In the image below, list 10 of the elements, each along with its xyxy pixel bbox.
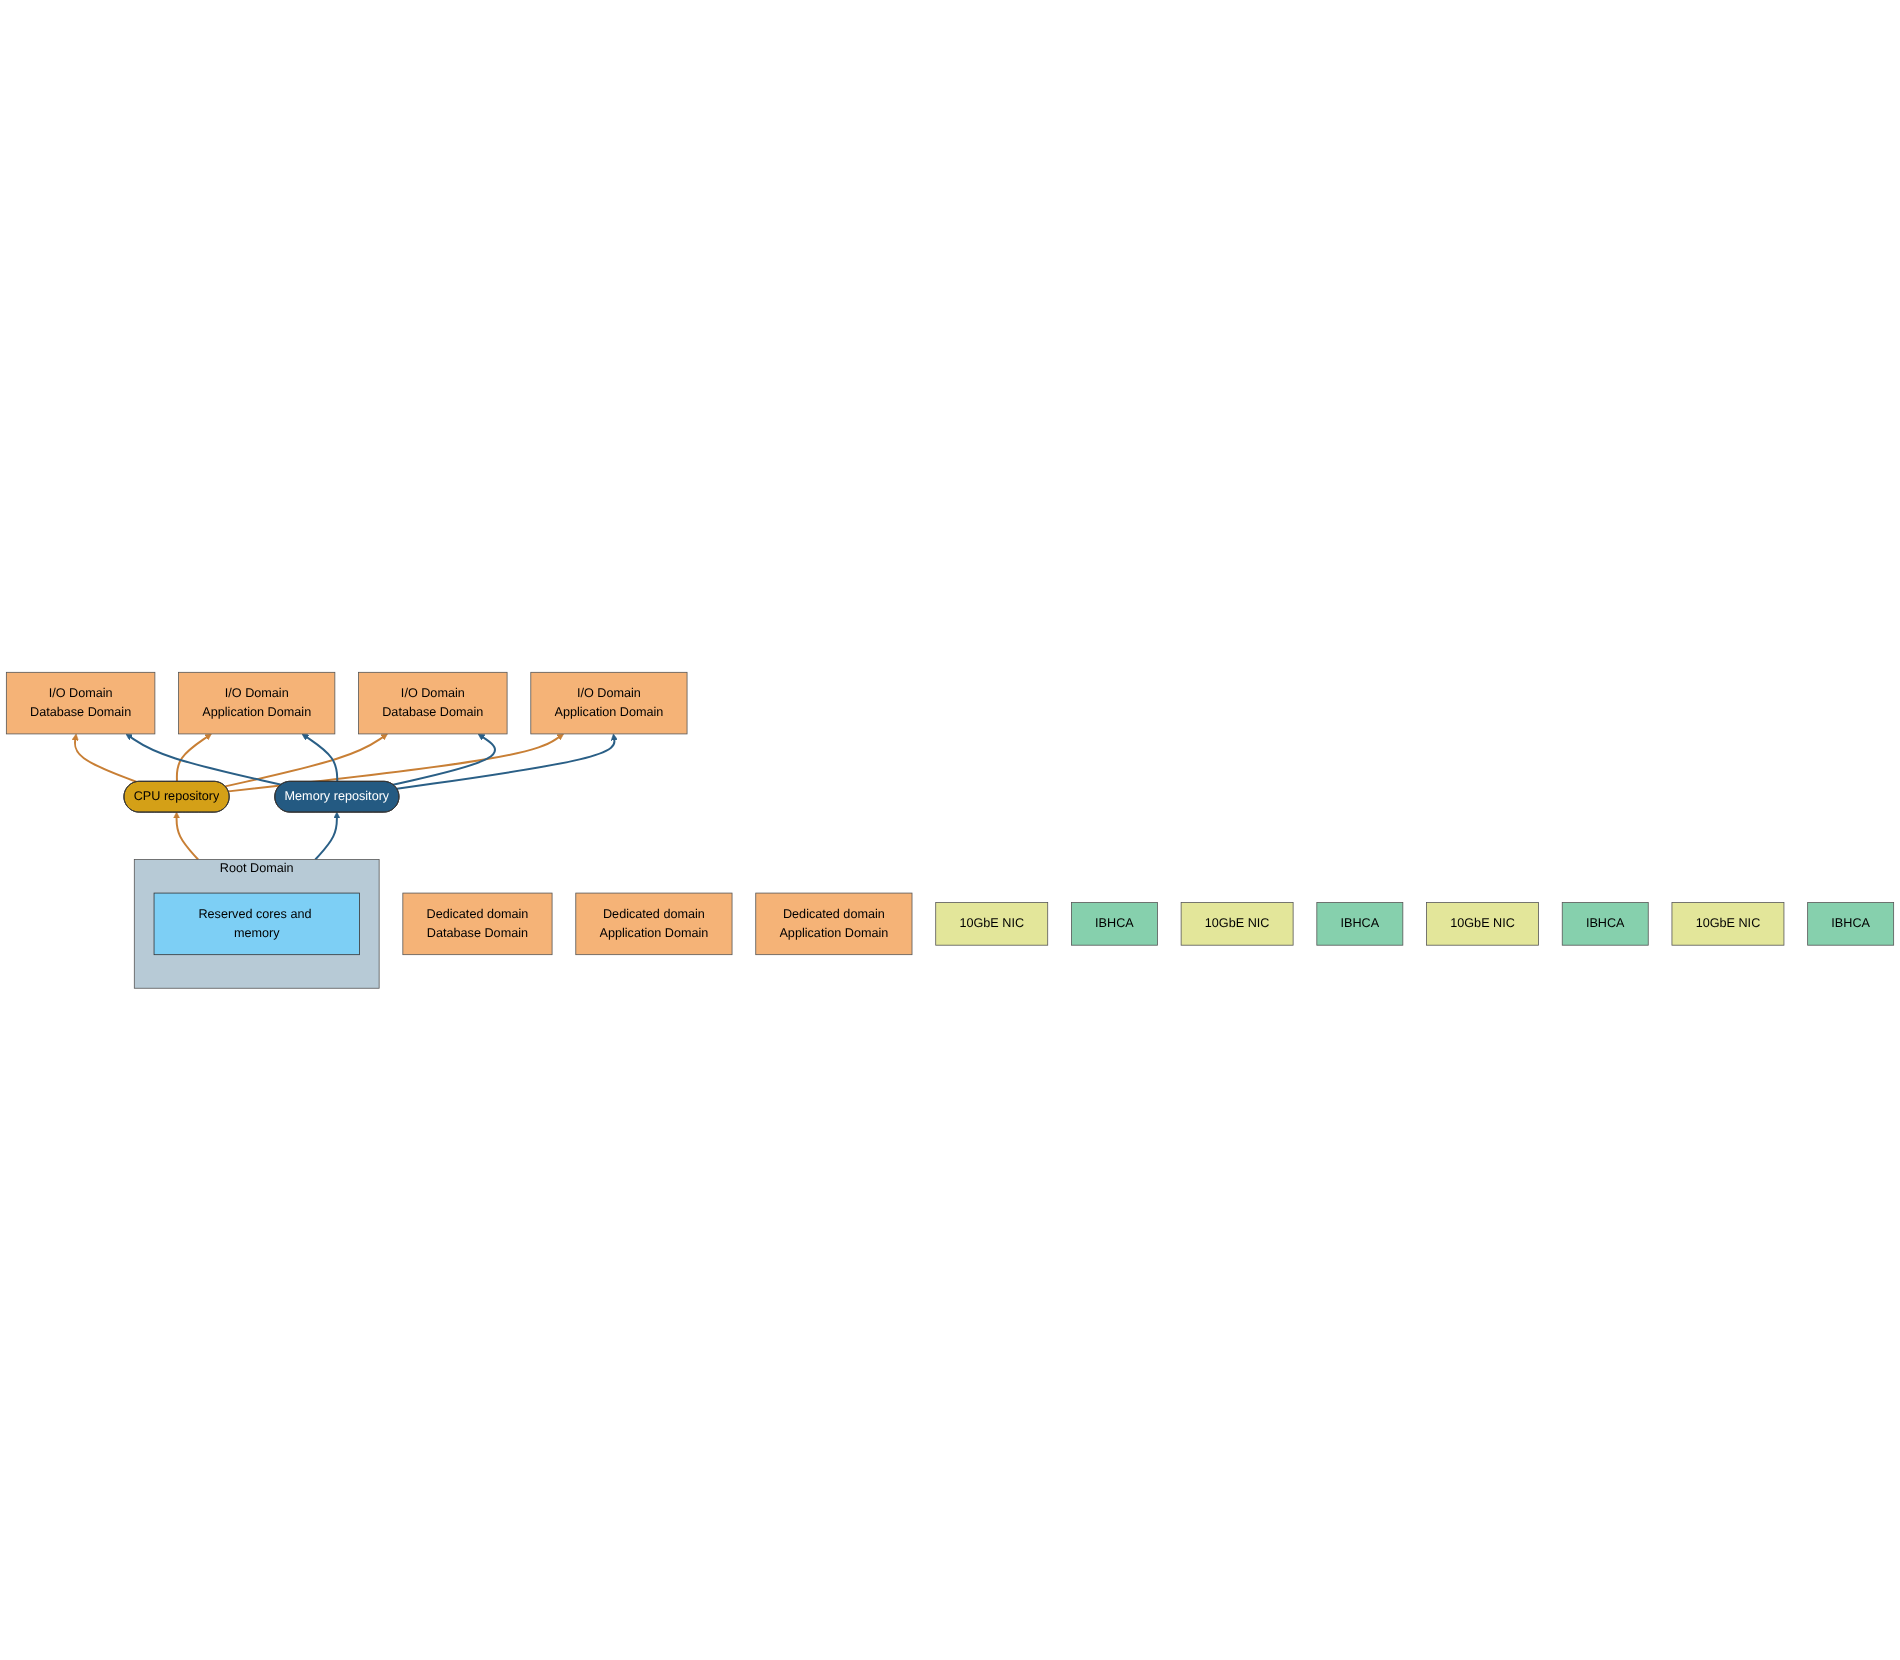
arrow (301, 733, 339, 783)
arrow (125, 733, 283, 786)
arrow (173, 811, 200, 861)
arrow (227, 733, 564, 793)
arrow (175, 733, 212, 783)
arrow (392, 733, 496, 786)
arrow (71, 733, 138, 783)
arrow (224, 733, 388, 788)
arrow (395, 733, 618, 790)
arrow (314, 811, 341, 861)
